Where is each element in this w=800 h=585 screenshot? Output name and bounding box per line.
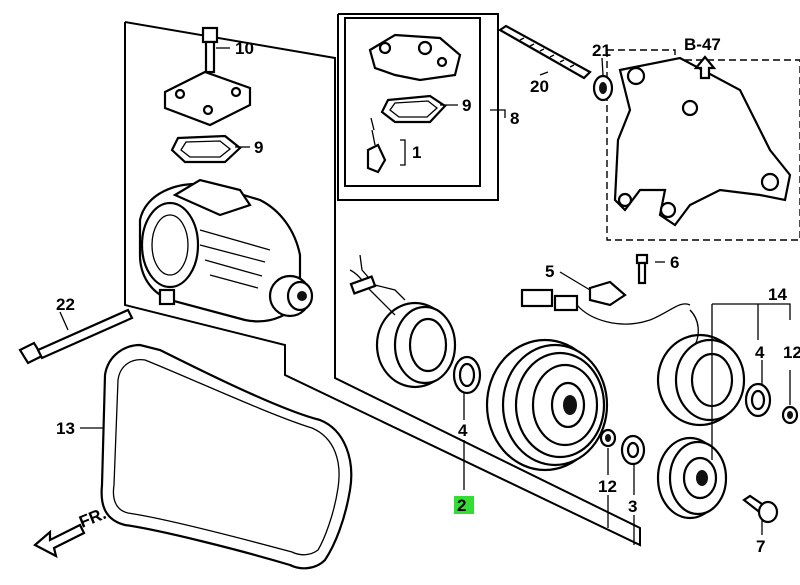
bolt-7 bbox=[742, 494, 779, 524]
nut-12-lower bbox=[599, 428, 617, 448]
callout-9-left[interactable]: 9 bbox=[254, 138, 263, 157]
nut-12-right bbox=[781, 405, 799, 425]
cover-plate bbox=[163, 70, 252, 127]
callout-13[interactable]: 13 bbox=[56, 419, 75, 438]
callout-5[interactable]: 5 bbox=[545, 262, 554, 281]
callout-8[interactable]: 8 bbox=[510, 109, 519, 128]
bolt-10 bbox=[201, 26, 219, 74]
callout-ref-b47[interactable]: B-47 bbox=[684, 35, 721, 54]
bracket bbox=[613, 56, 792, 227]
callout-12-lower[interactable]: 12 bbox=[598, 477, 617, 496]
drive-belt-13 bbox=[100, 343, 353, 570]
callout-6[interactable]: 6 bbox=[670, 253, 679, 272]
callout-14[interactable]: 14 bbox=[768, 285, 787, 304]
callout-20[interactable]: 20 bbox=[530, 77, 549, 96]
leader-lines bbox=[59, 47, 791, 545]
pulley bbox=[485, 338, 609, 472]
compressor-group-outline bbox=[124, 21, 641, 547]
bracket-dashed-outline bbox=[606, 49, 800, 241]
callout-4-right[interactable]: 4 bbox=[755, 343, 765, 362]
shim-3 bbox=[620, 434, 646, 466]
compressor-body bbox=[138, 178, 314, 323]
callout-7[interactable]: 7 bbox=[756, 537, 765, 556]
callout-9-right[interactable]: 9 bbox=[462, 96, 471, 115]
callout-2[interactable]: 2 bbox=[457, 496, 466, 515]
callout-21[interactable]: 21 bbox=[592, 41, 611, 60]
ref-arrow-up bbox=[693, 55, 717, 80]
gasket-9-right bbox=[380, 94, 447, 124]
armature-plate bbox=[656, 436, 728, 520]
sensor-part-1 bbox=[366, 33, 462, 174]
callout-10[interactable]: 10 bbox=[235, 39, 254, 58]
field-coil bbox=[349, 254, 457, 389]
snap-ring-4-right bbox=[744, 382, 772, 418]
callout-4-left[interactable]: 4 bbox=[458, 421, 468, 440]
highlight-part-2 bbox=[454, 496, 474, 514]
callout-1[interactable]: 1 bbox=[412, 143, 421, 162]
callout-3[interactable]: 3 bbox=[628, 497, 637, 516]
screw-6 bbox=[635, 253, 649, 285]
snap-ring-4-left bbox=[452, 355, 482, 395]
thermal-protector-5 bbox=[520, 280, 691, 325]
callout-12-right[interactable]: 12 bbox=[783, 343, 800, 362]
sensor-kit-inner-box bbox=[344, 17, 481, 187]
sensor-kit-outer-box bbox=[337, 13, 499, 201]
screw-20 bbox=[497, 24, 592, 80]
callout-22[interactable]: 22 bbox=[56, 295, 75, 314]
gasket-9-left bbox=[170, 134, 242, 164]
field-coil-right bbox=[656, 309, 746, 427]
bolt-22 bbox=[18, 308, 134, 365]
front-arrow bbox=[33, 523, 86, 559]
nut-21 bbox=[592, 74, 614, 102]
